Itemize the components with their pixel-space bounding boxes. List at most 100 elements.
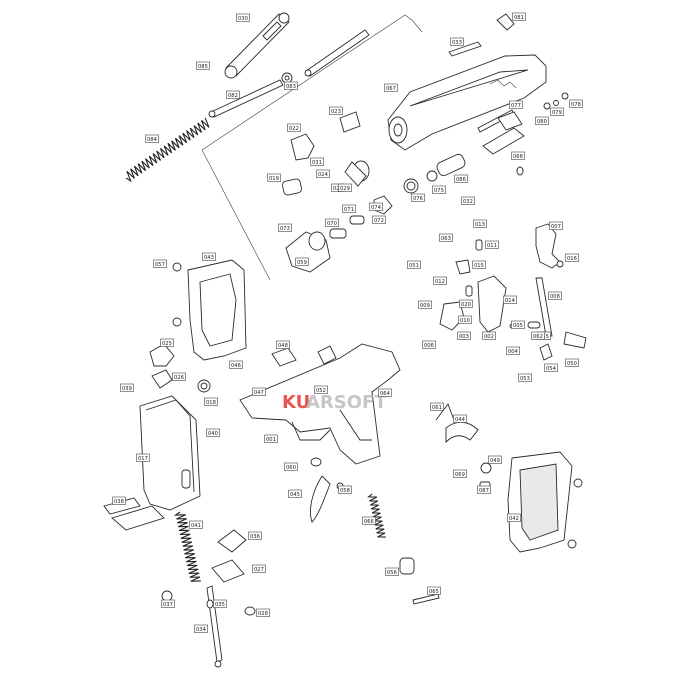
part-label-text: 065 <box>429 589 439 595</box>
part-label-text: 041 <box>191 523 201 529</box>
part-label-box <box>342 204 356 213</box>
part-label-text: 002 <box>484 334 494 340</box>
part-label-text: 072 <box>374 218 384 224</box>
magazine-pin-part <box>206 585 223 668</box>
part-label-035: 035 <box>213 599 227 608</box>
part-label-box <box>288 489 302 498</box>
piston-head-part <box>344 160 370 187</box>
part-label-box <box>418 300 432 309</box>
part-label-036: 036 <box>248 531 262 540</box>
part-label-002: 002 <box>482 331 496 340</box>
part-label-text: 040 <box>208 431 218 437</box>
part-label-box <box>407 260 421 269</box>
part-label-text: 068 <box>513 154 523 160</box>
part-label-box <box>482 331 496 340</box>
decocker-part <box>435 403 479 444</box>
part-label-box <box>503 295 517 304</box>
left-grip-panel-part <box>172 259 247 361</box>
part-label-box <box>229 360 243 369</box>
part-label-text: 083 <box>286 84 296 90</box>
part-label-text: 028 <box>258 611 268 617</box>
part-label-text: 035 <box>215 602 225 608</box>
part-label-box <box>236 13 250 22</box>
part-label-box <box>544 363 558 372</box>
part-label-071: 071 <box>342 204 356 213</box>
part-label-text: 032 <box>463 199 473 205</box>
loading-nozzle-part <box>482 111 525 155</box>
part-label-box <box>506 346 520 355</box>
part-label-box <box>278 223 292 232</box>
part-label-070: 070 <box>325 218 339 227</box>
part-label-077: 077 <box>509 100 523 109</box>
magazine-screw-part <box>161 590 256 616</box>
part-label-text: 012 <box>435 279 445 285</box>
part-label-058: 058 <box>338 485 352 494</box>
part-label-043: 043 <box>202 252 216 261</box>
part-label-box <box>206 428 220 437</box>
part-label-box <box>535 116 549 125</box>
recoil-spring-part <box>125 117 210 183</box>
part-label-022: 022 <box>287 123 301 132</box>
watermark: KU ARSOFT <box>282 392 387 413</box>
part-label-text: 039 <box>122 386 132 392</box>
part-label-box <box>112 496 126 505</box>
part-label-text: 017 <box>138 456 148 462</box>
part-label-052: 052 <box>314 385 328 394</box>
part-label-box <box>569 99 583 108</box>
part-label-box <box>284 462 298 471</box>
part-label-text: 048 <box>278 343 288 349</box>
part-label-text: 015 <box>474 263 484 269</box>
part-label-box <box>248 531 262 540</box>
part-label-box <box>213 599 227 608</box>
part-label-085: 085 <box>196 61 210 70</box>
slide-rail-part <box>448 41 482 57</box>
part-label-003: 003 <box>457 331 471 340</box>
part-label-box <box>453 414 467 423</box>
part-label-box <box>473 219 487 228</box>
part-label-074: 074 <box>369 202 383 211</box>
part-label-080: 080 <box>535 116 549 125</box>
part-label-037: 037 <box>161 599 175 608</box>
part-label-text: 061 <box>432 405 442 411</box>
part-label-033: 033 <box>450 37 464 46</box>
outer-barrel-part <box>224 12 290 79</box>
part-label-053: 053 <box>518 373 532 382</box>
part-label-box <box>427 586 441 595</box>
part-label-076: 076 <box>411 193 425 202</box>
inner-barrel-part <box>304 29 370 77</box>
part-label-text: 029 <box>340 186 350 192</box>
part-label-text: 049 <box>490 458 500 464</box>
part-label-text: 080 <box>537 119 547 125</box>
part-label-text: 058 <box>340 488 350 494</box>
rear-sight-part <box>496 13 515 31</box>
magazine-spring-part <box>173 511 201 582</box>
part-label-050: 050 <box>565 358 579 367</box>
part-label-016: 016 <box>565 253 579 262</box>
part-label-box <box>453 469 467 478</box>
part-label-text: 062 <box>533 334 543 340</box>
part-label-045: 045 <box>288 489 302 498</box>
part-label-box <box>295 257 309 266</box>
part-label-025: 025 <box>160 338 174 347</box>
watermark-prefix: KU <box>282 392 310 413</box>
part-label-text: 010 <box>460 318 470 324</box>
part-label-text: 023 <box>331 109 341 115</box>
part-label-text: 027 <box>254 567 264 573</box>
part-label-031: 031 <box>310 157 324 166</box>
part-label-box <box>430 402 444 411</box>
part-label-text: 043 <box>204 255 214 261</box>
small-bolts-part <box>516 92 569 176</box>
part-label-text: 067 <box>386 86 396 92</box>
part-label-box <box>459 299 473 308</box>
part-label-box <box>287 123 301 132</box>
part-label-049: 049 <box>488 455 502 464</box>
part-label-text: 034 <box>196 627 207 633</box>
part-label-029: 029 <box>338 183 352 192</box>
part-label-box <box>267 173 281 182</box>
sear-part <box>439 259 507 333</box>
part-label-box <box>488 455 502 464</box>
part-label-box <box>512 12 526 21</box>
part-label-box <box>160 338 174 347</box>
part-label-018: 018 <box>204 397 218 406</box>
part-label-047: 047 <box>252 387 266 396</box>
